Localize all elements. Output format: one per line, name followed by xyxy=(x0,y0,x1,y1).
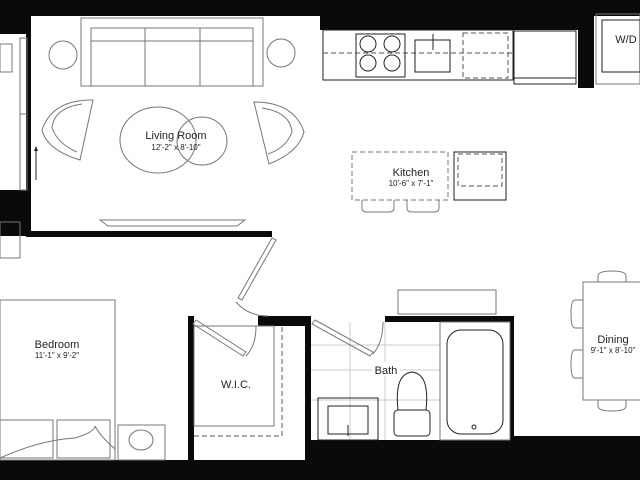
kitchen-label: Kitchen xyxy=(393,167,430,179)
armchair xyxy=(253,101,305,165)
fridge xyxy=(513,30,577,85)
laundry-closet xyxy=(595,13,640,85)
dining-size: 9'-1" x 8'-10" xyxy=(591,346,636,355)
bath-tiles xyxy=(311,322,440,440)
chair xyxy=(597,270,627,282)
chair xyxy=(570,299,583,329)
lamp xyxy=(128,429,154,451)
bedroom-size: 11'-1" x 9'-2" xyxy=(35,351,79,360)
wic-door xyxy=(192,319,247,357)
bench xyxy=(397,289,497,315)
wic-shelf-line xyxy=(194,326,283,437)
vanity xyxy=(317,397,379,441)
nightstand xyxy=(117,424,166,461)
toilet-tank xyxy=(393,409,431,437)
kitchen-counter xyxy=(322,29,577,85)
bed xyxy=(0,299,116,461)
chair xyxy=(597,400,627,412)
window xyxy=(0,37,38,259)
kitchen-size: 10'-6" x 7'-1" xyxy=(389,179,434,188)
entry-door xyxy=(237,237,277,301)
washer-dryer xyxy=(601,19,640,73)
bath-label: Bath xyxy=(375,365,398,377)
wic-shelf xyxy=(193,325,275,427)
coffee-table xyxy=(176,116,228,166)
wic-label: W.I.C. xyxy=(221,379,251,391)
bedroom-label: Bedroom xyxy=(35,339,80,351)
living-room-label: Living Room xyxy=(145,130,206,142)
bathtub-basin xyxy=(446,329,504,435)
toilet xyxy=(396,371,428,411)
laundry-label: W/D xyxy=(615,34,636,46)
bathtub xyxy=(439,321,511,441)
armchair xyxy=(41,99,94,161)
dining-table xyxy=(582,281,640,401)
chair xyxy=(570,349,583,379)
dishwasher xyxy=(462,32,509,79)
side-table xyxy=(48,40,78,70)
bath-door xyxy=(311,319,374,357)
side-table xyxy=(266,38,296,68)
living-room-size: 12'-2" x 8'-10" xyxy=(151,143,200,152)
sofa xyxy=(80,17,264,87)
kitchen-island xyxy=(351,151,507,213)
dining-label: Dining xyxy=(597,334,628,346)
tv-console xyxy=(98,219,247,227)
cooktop xyxy=(355,33,406,78)
coffee-table xyxy=(119,106,197,174)
